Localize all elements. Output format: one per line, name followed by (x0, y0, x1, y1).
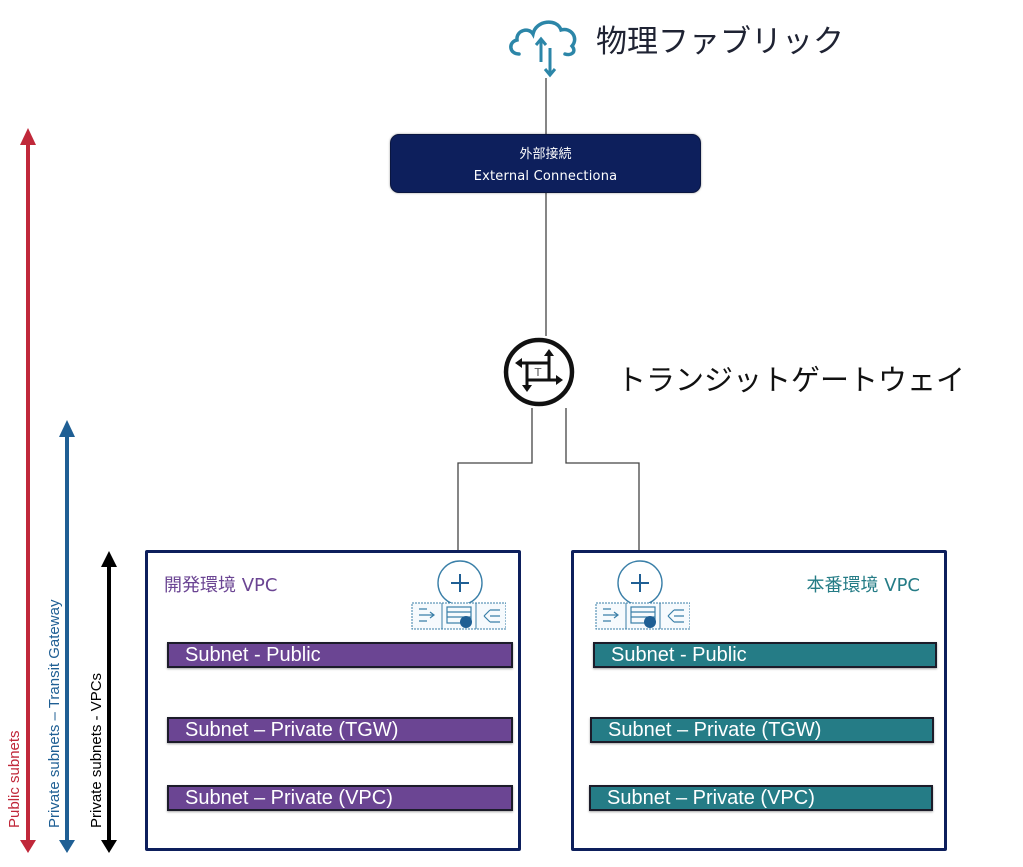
vpc-prod[interactable]: 本番環境 VPC Subnet - Public Subnet – Privat… (571, 550, 947, 851)
subnet-dev-public[interactable]: Subnet - Public (167, 642, 513, 668)
subnet-prod-public[interactable]: Subnet - Public (593, 642, 937, 668)
vpc-prod-gateway-services-icon (594, 559, 691, 638)
cloud-upload-download-icon (505, 10, 585, 80)
vpc-prod-title: 本番環境 VPC (806, 575, 920, 596)
subnet-prod-private-tgw[interactable]: Subnet – Private (TGW) (590, 717, 934, 743)
line-tgw-to-dev-vpc (457, 408, 533, 552)
subnet-dev-private-vpc[interactable]: Subnet – Private (VPC) (167, 785, 513, 811)
external-connection-box[interactable]: 外部接続 External Connectiona (390, 134, 701, 193)
transit-gateway-label: トランジットゲートウェイ (617, 363, 966, 397)
subnet-dev-private-tgw[interactable]: Subnet – Private (TGW) (167, 717, 513, 743)
subnet-prod-private-vpc[interactable]: Subnet – Private (VPC) (589, 785, 933, 811)
physical-fabric-label: 物理ファブリック (596, 24, 844, 60)
external-connection-title-jp: 外部接続 (519, 147, 572, 162)
vpc-dev[interactable]: 開発環境 VPC Subnet - Public Subnet – Privat… (145, 550, 521, 851)
public-subnets-label: Public subnets (6, 730, 23, 828)
private-subnets-tgw-label: Private subnets – Transit Gateway (46, 599, 63, 828)
private-subnets-vpcs-label: Private subnets - VPCs (88, 672, 105, 828)
tgw-icon-letter: T (534, 366, 542, 379)
vpc-dev-gateway-services-icon (410, 559, 507, 638)
transit-gateway-icon[interactable]: T (502, 336, 576, 408)
line-tgw-to-prod-vpc (565, 408, 640, 552)
external-connection-title-en: External Connectiona (473, 169, 618, 184)
vpc-dev-title: 開発環境 VPC (164, 575, 278, 596)
